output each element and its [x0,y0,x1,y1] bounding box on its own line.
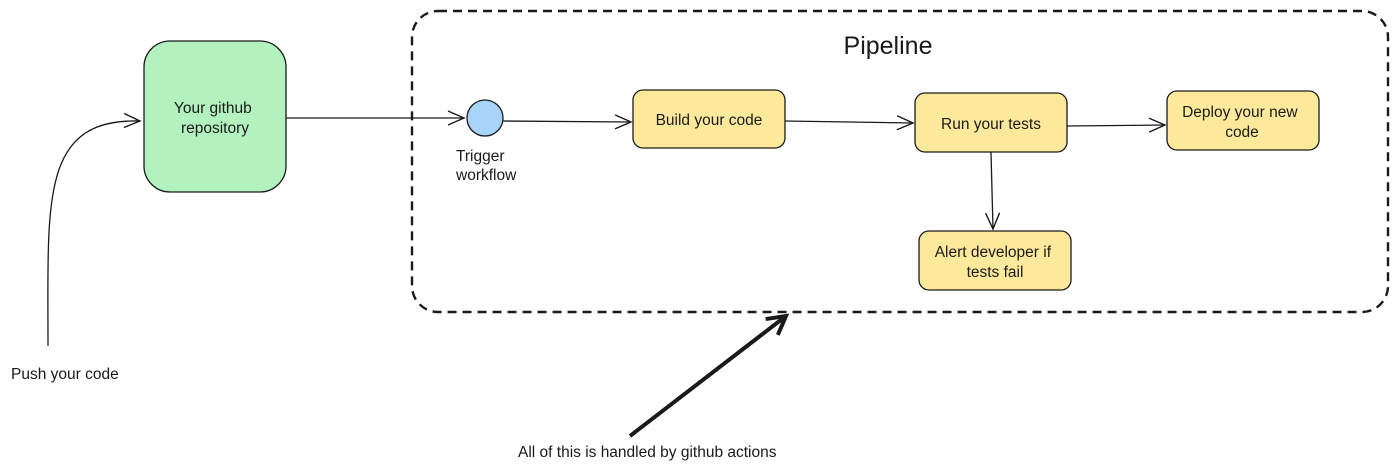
build-to-test-arrow [784,115,915,131]
push-label: Push your code [11,366,119,383]
alert-label-line-2: tests fail [967,264,1024,281]
repository-label-line-1: Your github [174,100,252,117]
build-node [632,89,786,149]
trigger-label-line-1: Trigger [456,148,505,165]
trigger-label: Trigger workflow [455,148,517,184]
trigger-to-build-arrow [502,114,633,130]
alert-label: Alert developer if tests fail [935,244,1056,281]
trigger-node [466,99,504,137]
deploy-node [1166,90,1320,151]
repository-label: Your github repository [174,100,256,137]
deploy-label: Deploy your new code [1182,104,1302,141]
pipeline-title: Pipeline [844,32,933,60]
repository-label-line-2: repository [181,120,249,137]
deploy-label-line-2: code [1225,124,1259,141]
test-to-alert-arrow [984,151,1001,231]
test-to-deploy-arrow [1066,117,1167,133]
push-connector [47,112,142,347]
repository-node [143,40,287,193]
trigger-label-line-2: workflow [455,167,517,184]
deploy-label-line-1: Deploy your new [1182,104,1298,121]
footer-pointer-arrow [628,316,786,438]
alert-label-line-1: Alert developer if [935,244,1052,261]
footer-note: All of this is handled by github actions [518,444,777,461]
test-label: Run your tests [941,116,1041,133]
alert-node [918,230,1072,291]
pipeline-container [410,9,1390,314]
build-label: Build your code [656,112,763,129]
